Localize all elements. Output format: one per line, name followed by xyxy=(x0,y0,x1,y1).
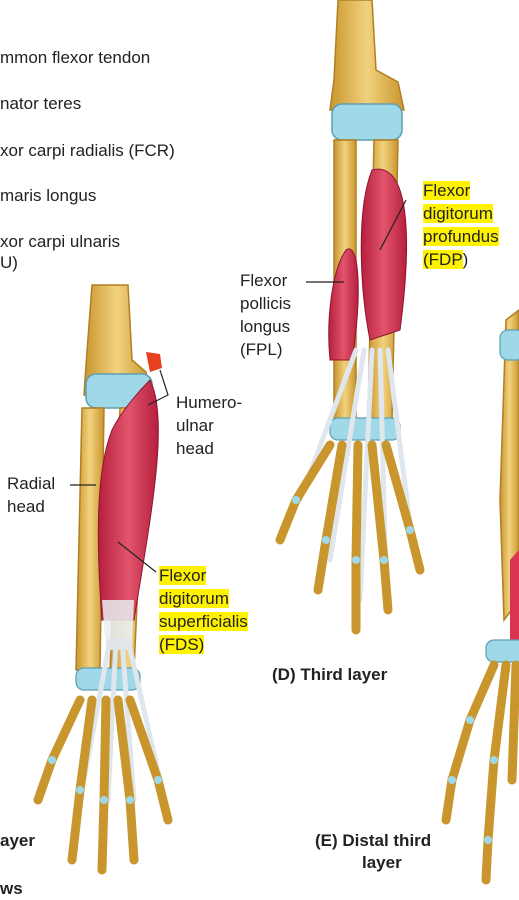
caption-bottom-truncated: ws xyxy=(0,879,23,898)
leader-humero-ulnar xyxy=(147,369,169,406)
label-head-humeroulnar: head xyxy=(176,439,214,458)
finger-joints-c xyxy=(48,756,162,804)
caption-panel-c: ayer xyxy=(0,831,35,850)
humero-ulnar-origin xyxy=(146,352,162,372)
leader-lines xyxy=(70,199,407,573)
list-fcr: xor carpi radialis (FCR) xyxy=(0,141,175,160)
label-fpl-pollicis: pollicis xyxy=(240,294,292,313)
humerus-bone-d xyxy=(329,0,405,111)
list-fcu: xor carpi ulnaris xyxy=(0,232,120,251)
cartilage-e xyxy=(499,329,519,361)
wrist-carpals-d xyxy=(329,417,401,441)
fdp-muscle xyxy=(360,168,408,341)
label-fpl-longus: longus xyxy=(240,317,291,336)
label-fpl-flexor: Flexor xyxy=(240,271,288,290)
label-fds-digitorum: digitorum xyxy=(159,589,229,608)
hand-bones-e xyxy=(441,660,519,885)
caption-panel-d: (D) Third layer xyxy=(272,665,388,684)
leader-fdp xyxy=(379,199,407,251)
panel-d-forearm xyxy=(275,0,425,635)
caption-panel-e-line2: layer xyxy=(362,853,402,872)
label-fdp-profundus: profundus xyxy=(423,227,499,246)
finger-joints-d xyxy=(292,496,414,564)
label-head-radial: head xyxy=(7,497,45,516)
fpl-muscle xyxy=(328,248,359,361)
list-palmaris-longus: maris longus xyxy=(0,186,97,205)
label-fdp-flexor: Flexor xyxy=(423,181,471,200)
panel-e-forearm xyxy=(441,309,519,885)
wrist-e xyxy=(485,639,519,663)
fds-fade xyxy=(102,600,134,650)
label-fdp-digitorum: digitorum xyxy=(423,204,493,223)
list-common-flexor-tendon: mmon flexor tendon xyxy=(0,48,151,67)
panel-c-forearm xyxy=(33,284,173,875)
label-ulnar: ulnar xyxy=(176,416,214,435)
caption-panel-e-line1: (E) Distal third xyxy=(315,831,432,850)
list-pronator-teres: nator teres xyxy=(0,94,82,113)
label-fds-superficialis: superficialis xyxy=(159,612,248,631)
label-fds-abbrev: (FDS) xyxy=(159,635,205,654)
label-radial: Radial xyxy=(7,474,56,493)
label-fdp-abbrev: (FDP) xyxy=(423,250,469,269)
muscle-e xyxy=(510,550,519,640)
leader-fds xyxy=(117,541,157,573)
fds-muscle xyxy=(97,379,159,621)
label-fpl-abbrev: (FPL) xyxy=(240,340,283,359)
label-fds-flexor: Flexor xyxy=(159,566,207,585)
list-fcu-abbrev: U) xyxy=(0,253,18,272)
wrist-carpals xyxy=(75,667,141,691)
finger-joints-e xyxy=(448,716,498,844)
elbow-cartilage-d xyxy=(331,103,403,141)
label-humero: Humero- xyxy=(176,393,243,412)
hand-bones-d xyxy=(275,440,425,635)
